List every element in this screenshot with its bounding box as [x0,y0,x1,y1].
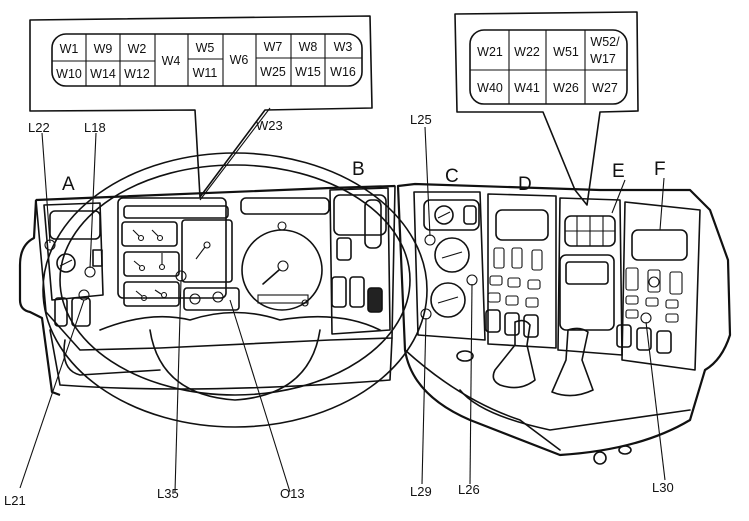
display-w23 [240,197,330,215]
switch-w25: W25 [260,65,286,79]
warning-panel [117,197,227,299]
lamp-l25 [424,234,436,246]
left-switch-grid [51,33,363,87]
gauge-small [181,219,233,283]
switch-w14: W14 [90,67,116,81]
section-label-b: B [352,159,365,180]
switch-w27: W27 [592,81,618,95]
stalk-lever [364,199,382,249]
right-callout: W21 W22 W51 W52/ W17 W40 W41 W26 W27 [454,11,639,206]
label-o13: O13 [280,486,305,501]
section-label-d: D [518,174,532,195]
label-l18: L18 [84,120,106,135]
section-label-e: E [612,161,625,182]
panel-c [413,191,486,341]
switch-w12: W12 [124,67,150,81]
switch-w41: W41 [514,81,540,95]
switch-w5: W5 [196,41,215,55]
speedometer [241,229,323,311]
dashboard-body [18,152,732,465]
right-callout-frame [454,11,639,206]
label-l21: L21 [4,493,26,508]
left-callout: W1 W9 W2 W4 W5 W6 W7 W8 W3 W10 W14 W12 W… [29,15,373,198]
panel-a [43,202,104,301]
section-label-a: A [62,174,75,195]
label-l30: L30 [652,480,674,495]
lamp-l30 [640,312,652,324]
switch-w8: W8 [299,40,318,54]
switch-w4: W4 [162,54,181,68]
panel-f [621,201,701,371]
label-l29: L29 [410,484,432,499]
right-switch-grid [469,29,628,105]
label-l22: L22 [28,120,50,135]
switch-w1: W1 [60,42,79,56]
lamp-l18 [84,266,96,278]
switch-w21: W21 [477,45,503,59]
switch-w10: W10 [56,67,82,81]
lamp-l29 [420,308,432,320]
gear-lever-left [492,319,536,389]
switch-w6: W6 [230,53,249,67]
switch-w11: W11 [193,66,218,80]
section-label-c: C [445,166,459,187]
switch-w9: W9 [94,42,113,56]
switch-w52: W52/ [590,35,620,49]
label-l25: L25 [410,112,432,127]
gear-lever-right [551,327,594,397]
switch-w3: W3 [334,40,353,54]
section-label-f: F [654,159,666,180]
switch-w2: W2 [128,42,147,56]
switch-w7: W7 [264,40,283,54]
label-l35: L35 [157,486,179,501]
switch-w22: W22 [514,45,540,59]
switch-w17: W17 [590,52,616,66]
switch-w16: W16 [330,65,356,79]
switch-w51: W51 [553,45,579,59]
steering-wheel-rim [42,152,428,428]
center-console [396,182,732,457]
panel-d [487,193,557,349]
lamp-l26 [466,274,478,286]
label-w23: W23 [256,118,283,133]
leader-lines [19,107,666,493]
label-l26: L26 [458,482,480,497]
knob [593,451,607,465]
switch-w40: W40 [477,81,503,95]
switch-w26: W26 [553,81,579,95]
switch-w15: W15 [295,65,321,79]
